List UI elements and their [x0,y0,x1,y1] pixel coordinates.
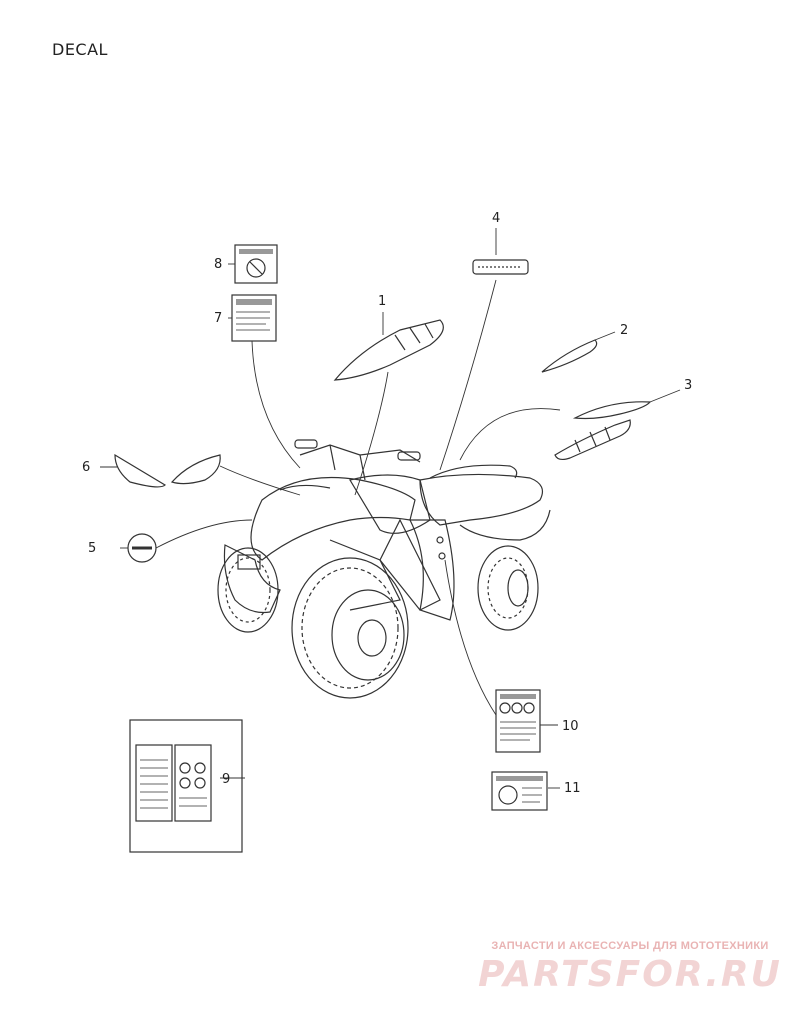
watermark: ЗАПЧАСТИ И АКСЕССУАРЫ ДЛЯ МОТОТЕХНИКИ PA… [470,940,790,995]
decal-1 [333,319,444,381]
diagram-title: DECAL [52,40,108,59]
decal-2 [541,339,598,373]
callout-7: 7 [214,311,222,326]
callout-11: 11 [564,781,581,796]
decal-6 [114,453,221,488]
leader-lines [100,228,681,789]
decal-5 [127,533,157,563]
decal-7 [231,294,277,342]
callout-9: 9 [222,772,230,787]
decal-11 [491,771,548,811]
decal-4 [472,259,529,275]
callout-8: 8 [214,257,222,272]
decal-9-box [129,719,243,853]
callout-1: 1 [378,294,386,309]
callout-6: 6 [82,460,90,475]
callout-10: 10 [562,719,579,734]
decal-10 [495,689,541,753]
callout-4: 4 [492,211,500,226]
callout-5: 5 [88,541,96,556]
callout-3: 3 [684,378,692,393]
watermark-logo: PARTSFOR.RU [478,954,782,995]
decal-3 [554,401,652,461]
watermark-subtitle: ЗАПЧАСТИ И АКСЕССУАРЫ ДЛЯ МОТОТЕХНИКИ [491,940,769,952]
atv-illustration [217,439,551,699]
decal-8 [234,244,278,284]
callout-2: 2 [620,323,628,338]
